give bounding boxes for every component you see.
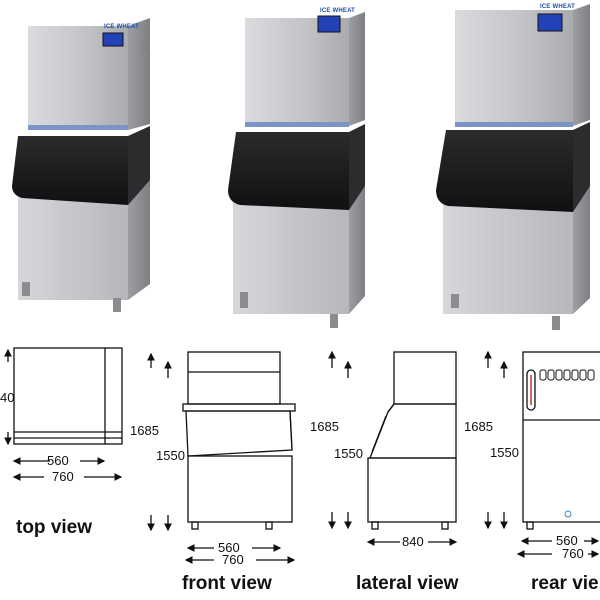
ice-bin-door — [436, 130, 573, 212]
lateral-view-drawing — [328, 350, 458, 546]
display-screen-icon — [102, 32, 124, 47]
rear-view-label: rear vie — [531, 573, 599, 594]
brand-logo: ICE WHEAT — [320, 8, 356, 14]
dimension-front-height-body: 1550 — [156, 448, 185, 463]
ice-bin-door — [228, 132, 349, 210]
machine-photo-3 — [436, 4, 590, 330]
dimension-rear-width-inner: 560 — [556, 533, 578, 548]
dimension-top-width-outer: 760 — [52, 469, 74, 484]
display-screen-icon — [537, 13, 563, 32]
top-view-drawing — [4, 347, 123, 481]
dimension-lateral-depth: 840 — [402, 534, 424, 549]
dimension-front-width-outer: 760 — [222, 552, 244, 567]
dimension-top-depth: 40 — [0, 390, 15, 405]
front-view-label: front view — [182, 573, 272, 594]
dimension-rear-width-outer: 760 — [562, 546, 584, 561]
dimension-top-width-inner: 560 — [47, 453, 69, 468]
machine-photo-1 — [12, 18, 150, 312]
dimension-lateral-height-body: 1550 — [334, 446, 363, 461]
dimension-rear-height-total: 1685 — [464, 419, 493, 434]
dimension-rear-height-body: 1550 — [490, 445, 519, 460]
dimension-front-width-inner: 560 — [218, 540, 240, 555]
lateral-view-label: lateral view — [356, 573, 459, 594]
rear-view-drawing — [484, 350, 600, 558]
front-view-drawing — [147, 351, 296, 564]
top-view-label: top view — [16, 517, 93, 538]
machine-photo-2 — [228, 12, 365, 328]
brand-logo: ICE WHEAT — [104, 24, 140, 30]
display-screen-icon — [317, 15, 341, 33]
dimension-lateral-height-total: 1685 — [310, 419, 339, 434]
ice-bin-door — [12, 136, 128, 205]
dimension-front-height-total: 1685 — [130, 423, 159, 438]
brand-logo: ICE WHEAT — [540, 4, 576, 10]
